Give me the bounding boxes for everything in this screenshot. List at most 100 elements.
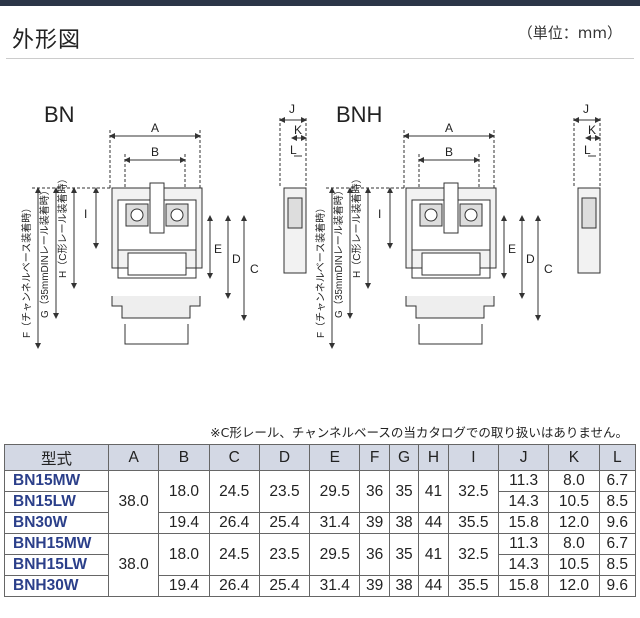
cell-j: 15.8 [497,575,550,597]
cell-h: 44 [418,575,449,597]
vertical-dimension-captions: F（チャンネルベース装着時） G（35mmDINレール装着時） H（C形レール装… [20,174,363,338]
dimension-drawing: A B A B C D E I J K L C D E I J K L F（チャ… [20,102,640,349]
cell-model: BNH15MW [4,533,109,555]
col-header-e: E [309,444,361,471]
cell-d: 23.5 [258,533,311,576]
dim-label-e: E [508,242,516,256]
figure-label-bn: BN [44,102,75,127]
cell-l: 8.5 [598,491,637,513]
dim-label-a: A [445,121,453,135]
dim-label-h: H（C形レール装着時） [56,174,69,278]
cell-model: BNH15LW [4,554,109,576]
cell-c: 26.4 [208,575,260,597]
dim-label-g: G（35mmDINレール装着時） [332,185,345,318]
dim-label-l: L [584,143,591,157]
cell-b: 18.0 [158,470,210,513]
col-header-j: J [497,444,550,471]
dim-label-i: I [378,207,381,221]
cell-i: 32.5 [447,470,500,513]
cell-h: 44 [418,512,449,534]
cell-a: 38.0 [107,470,160,534]
cell-e: 29.5 [309,470,361,513]
cell-l: 6.7 [598,470,637,492]
cell-j: 15.8 [497,512,550,534]
dim-label-i: I [84,207,87,221]
cell-k: 12.0 [548,575,600,597]
figure-label-bnh: BNH [336,102,383,127]
cell-l: 9.6 [598,575,637,597]
dim-label-c: C [250,262,259,276]
dim-label-d: D [232,252,241,266]
cell-c: 26.4 [208,512,260,534]
outline-drawings: BN BNH [0,88,640,418]
cell-model: BN15LW [4,491,109,513]
col-header-c: C [208,444,260,471]
cell-g: 38 [388,575,420,597]
cell-j: 14.3 [497,491,550,513]
col-header-model: 型式 [4,444,109,471]
dim-label-f: F（チャンネルベース装着時） [20,203,33,338]
cell-i: 32.5 [447,533,500,576]
cell-d: 25.4 [258,575,311,597]
cell-e: 31.4 [309,575,361,597]
dim-label-k: K [588,123,596,137]
cell-c: 24.5 [208,533,260,576]
cell-k: 12.0 [548,512,600,534]
terminal-block-drawing [32,117,307,349]
cell-f: 39 [359,575,390,597]
cell-b: 18.0 [158,533,210,576]
cell-h: 41 [418,533,449,576]
cell-l: 8.5 [598,554,637,576]
cell-k: 8.0 [548,533,600,555]
cell-g: 35 [388,533,420,576]
dim-label-c: C [544,262,553,276]
cell-l: 6.7 [598,533,637,555]
cell-k: 10.5 [548,554,600,576]
col-header-l: L [598,444,637,471]
dim-label-j: J [583,102,589,116]
cell-b: 19.4 [158,512,210,534]
cell-d: 25.4 [258,512,311,534]
col-header-g: G [388,444,420,471]
col-header-d: D [258,444,311,471]
dim-label-l: L [290,143,297,157]
cell-e: 31.4 [309,512,361,534]
cell-model: BNH30W [4,575,109,597]
dim-label-k: K [294,123,302,137]
footnote: ※C形レール、チャンネルベースの当カタログでの取り扱いはありません。 [210,425,629,440]
cell-i: 35.5 [447,512,500,534]
cell-i: 35.5 [447,575,500,597]
dim-label-b: B [445,145,453,159]
cell-g: 35 [388,470,420,513]
dim-label-d: D [526,252,535,266]
col-header-f: F [359,444,390,471]
cell-e: 29.5 [309,533,361,576]
cell-h: 41 [418,470,449,513]
dim-label-a: A [151,121,159,135]
col-header-i: I [447,444,500,471]
dim-label-e: E [214,242,222,256]
cell-l: 9.6 [598,512,637,534]
dim-label-g: G（35mmDINレール装着時） [38,185,51,318]
cell-f: 36 [359,533,390,576]
cell-f: 36 [359,470,390,513]
cell-a: 38.0 [107,533,160,597]
divider [6,58,634,59]
cell-c: 24.5 [208,470,260,513]
col-header-h: H [418,444,449,471]
col-header-a: A [107,444,160,471]
dim-label-f: F（チャンネルベース装着時） [314,203,327,338]
cell-k: 8.0 [548,470,600,492]
cell-b: 19.4 [158,575,210,597]
cell-j: 11.3 [497,533,550,555]
dimension-labels: A B A B C D E I J K L C D E I J K L [84,102,596,276]
terminal-block-drawing-bnh [326,118,600,348]
